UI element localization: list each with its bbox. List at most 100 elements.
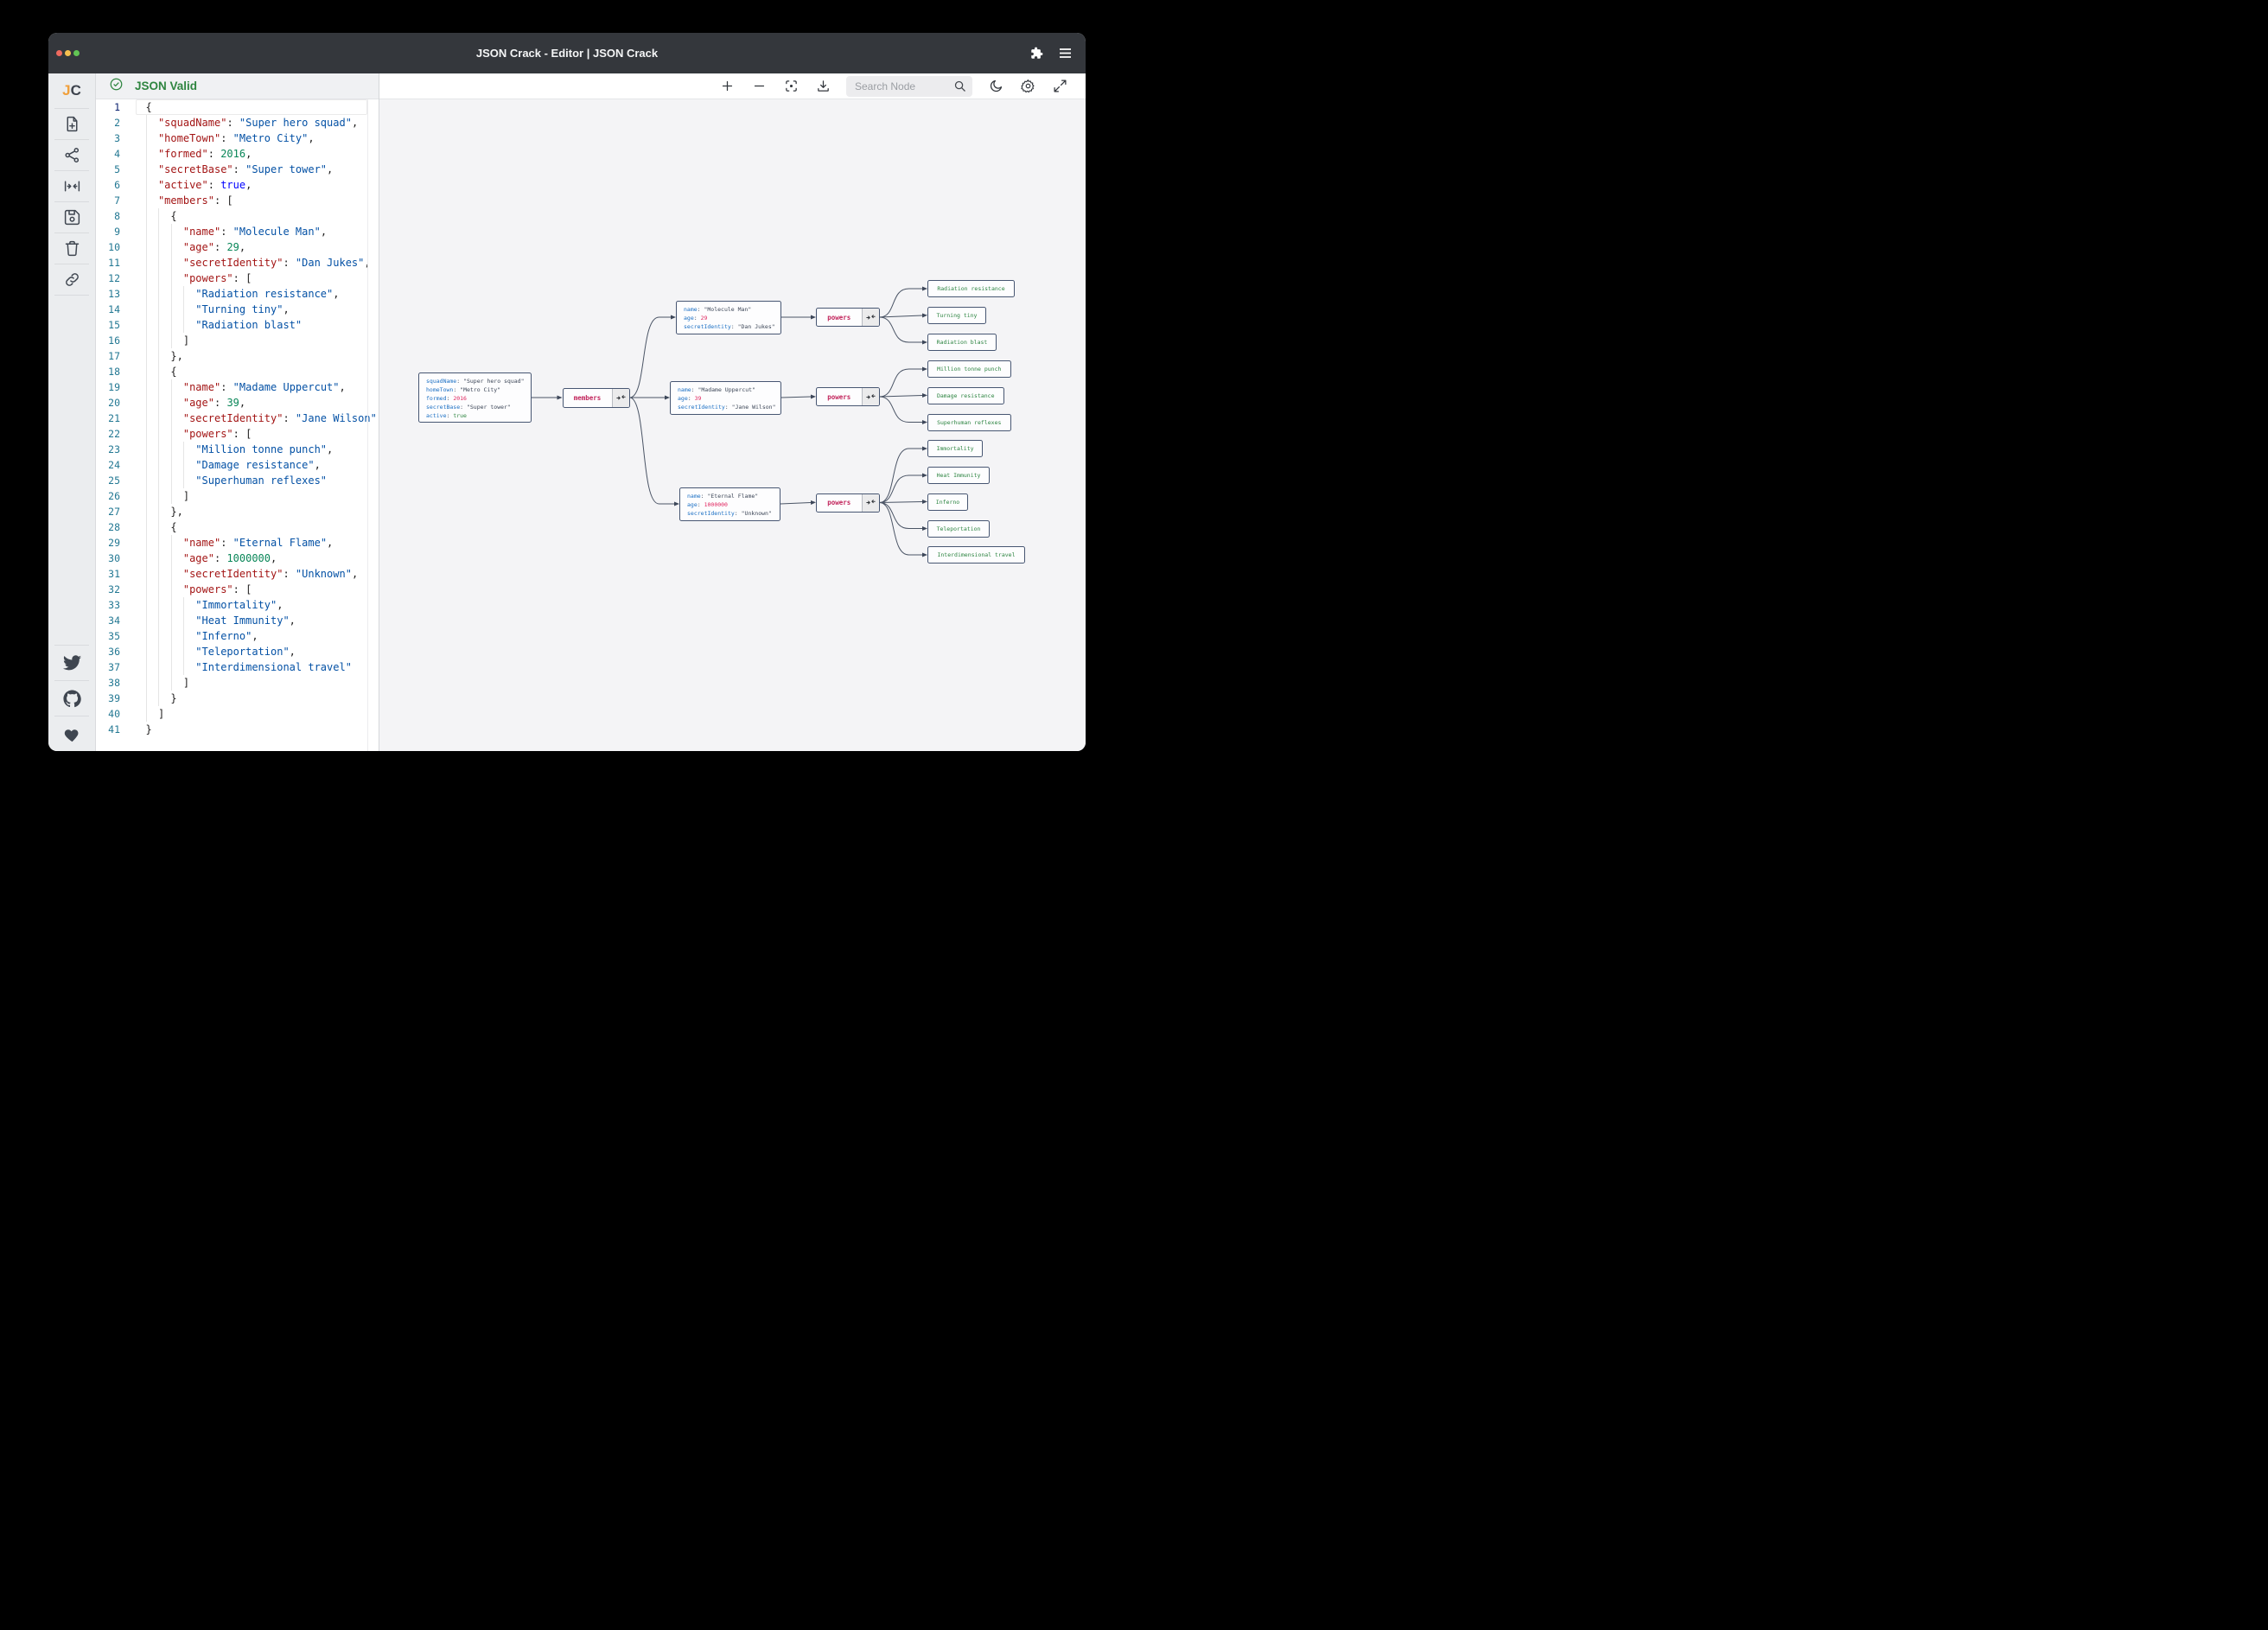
code-line[interactable]: 2 "squadName": "Super hero squad", xyxy=(96,115,379,131)
graph-node-array[interactable]: members xyxy=(562,387,630,408)
code-line[interactable]: 27 }, xyxy=(96,504,379,519)
collapse-node-button[interactable] xyxy=(611,388,629,407)
delete-icon[interactable] xyxy=(48,233,95,264)
code-line[interactable]: 18 { xyxy=(96,364,379,379)
graph-node-array[interactable]: powers xyxy=(816,387,880,406)
graph-node-leaf[interactable]: Superhuman reflexes xyxy=(927,413,1011,431)
graph-node-leaf[interactable]: Inferno xyxy=(927,493,968,511)
fold-width-icon[interactable] xyxy=(48,171,95,201)
node-property-row[interactable]: age: 29 xyxy=(684,314,708,322)
node-property-row[interactable]: squadName: "Super hero squad" xyxy=(426,378,525,385)
graph-node-leaf[interactable]: Damage resistance xyxy=(927,386,1004,404)
fullscreen-icon[interactable] xyxy=(1051,78,1068,95)
search-node-input[interactable] xyxy=(846,80,948,92)
code-line[interactable]: 16 ] xyxy=(96,333,379,348)
collapse-node-button[interactable] xyxy=(861,493,879,512)
code-line[interactable]: 21 "secretIdentity": "Jane Wilson", xyxy=(96,411,379,426)
node-property-row[interactable]: name: "Madame Uppercut" xyxy=(678,385,756,393)
twitter-icon[interactable] xyxy=(48,646,95,680)
focus-view-button[interactable] xyxy=(782,78,800,95)
code-line[interactable]: 19 "name": "Madame Uppercut", xyxy=(96,379,379,395)
node-property-row[interactable]: active: true xyxy=(426,412,467,419)
node-property-row[interactable]: secretIdentity: "Dan Jukes" xyxy=(684,322,775,330)
graph-node-leaf[interactable]: Teleportation xyxy=(927,519,990,538)
code-line[interactable]: 33 "Immortality", xyxy=(96,597,379,613)
github-icon[interactable] xyxy=(48,681,95,716)
node-property-row[interactable]: name: "Eternal Flame" xyxy=(687,492,759,500)
new-document-icon[interactable] xyxy=(48,109,95,139)
minimize-button[interactable] xyxy=(65,50,71,56)
code-line[interactable]: 10 "age": 29, xyxy=(96,239,379,255)
code-line[interactable]: 7 "members": [ xyxy=(96,193,379,208)
graph-node-object[interactable]: squadName: "Super hero squad"homeTown: "… xyxy=(418,372,532,423)
code-area[interactable]: 1{2 "squadName": "Super hero squad",3 "h… xyxy=(96,99,379,751)
node-property-row[interactable]: age: 1000000 xyxy=(687,500,728,508)
code-line[interactable]: 3 "homeTown": "Metro City", xyxy=(96,131,379,146)
dark-mode-moon-icon[interactable] xyxy=(987,78,1004,95)
code-line[interactable]: 41} xyxy=(96,722,379,737)
node-property-row[interactable]: secretBase: "Super tower" xyxy=(426,404,511,411)
graph-node-array[interactable]: powers xyxy=(816,308,880,327)
link-icon[interactable] xyxy=(48,264,95,295)
search-icon[interactable] xyxy=(953,80,966,97)
code-line[interactable]: 39 } xyxy=(96,691,379,706)
code-line[interactable]: 9 "name": "Molecule Man", xyxy=(96,224,379,239)
code-line[interactable]: 26 ] xyxy=(96,488,379,504)
code-line[interactable]: 40 ] xyxy=(96,706,379,722)
code-line[interactable]: 38 ] xyxy=(96,675,379,691)
puzzle-icon[interactable] xyxy=(1030,47,1043,60)
zoom-in-button[interactable] xyxy=(718,78,736,95)
code-line[interactable]: 20 "age": 39, xyxy=(96,395,379,411)
code-line[interactable]: 31 "secretIdentity": "Unknown", xyxy=(96,566,379,582)
code-line[interactable]: 1{ xyxy=(96,99,379,115)
node-property-row[interactable]: secretIdentity: "Jane Wilson" xyxy=(678,403,776,411)
code-line[interactable]: 22 "powers": [ xyxy=(96,426,379,442)
graph-node-leaf[interactable]: Radiation resistance xyxy=(927,280,1015,297)
editor-scrollbar-track[interactable] xyxy=(367,99,368,751)
settings-gear-icon[interactable] xyxy=(1019,78,1036,95)
code-line[interactable]: 25 "Superhuman reflexes" xyxy=(96,473,379,488)
graph-node-leaf[interactable]: Turning tiny xyxy=(927,307,986,324)
code-line[interactable]: 5 "secretBase": "Super tower", xyxy=(96,162,379,177)
graph-canvas[interactable]: squadName: "Super hero squad"homeTown: "… xyxy=(379,99,1086,751)
code-line[interactable]: 32 "powers": [ xyxy=(96,582,379,597)
code-line[interactable]: 28 { xyxy=(96,519,379,535)
save-icon[interactable] xyxy=(48,202,95,232)
zoom-button[interactable] xyxy=(73,50,80,56)
node-property-row[interactable]: age: 39 xyxy=(678,394,702,402)
zoom-out-button[interactable] xyxy=(750,78,768,95)
graph-node-leaf[interactable]: Interdimensional travel xyxy=(927,546,1025,563)
code-line[interactable]: 8 { xyxy=(96,208,379,224)
code-line[interactable]: 17 }, xyxy=(96,348,379,364)
node-property-row[interactable]: name: "Molecule Man" xyxy=(684,305,752,313)
code-line[interactable]: 15 "Radiation blast" xyxy=(96,317,379,333)
download-button[interactable] xyxy=(814,78,831,95)
code-line[interactable]: 36 "Teleportation", xyxy=(96,644,379,659)
code-line[interactable]: 12 "powers": [ xyxy=(96,271,379,286)
graph-node-array[interactable]: powers xyxy=(816,493,880,513)
code-line[interactable]: 4 "formed": 2016, xyxy=(96,146,379,162)
code-line[interactable]: 13 "Radiation resistance", xyxy=(96,286,379,302)
graph-node-leaf[interactable]: Radiation blast xyxy=(927,334,997,351)
code-line[interactable]: 11 "secretIdentity": "Dan Jukes", xyxy=(96,255,379,271)
heart-icon[interactable] xyxy=(48,716,95,751)
code-line[interactable]: 29 "name": "Eternal Flame", xyxy=(96,535,379,551)
graph-node-leaf[interactable]: Million tonne punch xyxy=(927,360,1011,378)
node-property-row[interactable]: secretIdentity: "Unknown" xyxy=(687,509,772,517)
close-button[interactable] xyxy=(56,50,62,56)
code-line[interactable]: 23 "Million tonne punch", xyxy=(96,442,379,457)
collapse-node-button[interactable] xyxy=(861,309,879,326)
code-line[interactable]: 34 "Heat Immunity", xyxy=(96,613,379,628)
graph-node-leaf[interactable]: Heat Immunity xyxy=(927,467,990,484)
code-line[interactable]: 6 "active": true, xyxy=(96,177,379,193)
code-line[interactable]: 14 "Turning tiny", xyxy=(96,302,379,317)
code-line[interactable]: 37 "Interdimensional travel" xyxy=(96,659,379,675)
node-property-row[interactable]: formed: 2016 xyxy=(426,395,467,402)
share-graph-icon[interactable] xyxy=(48,140,95,170)
code-line[interactable]: 35 "Inferno", xyxy=(96,628,379,644)
graph-node-leaf[interactable]: Immortality xyxy=(927,440,983,457)
